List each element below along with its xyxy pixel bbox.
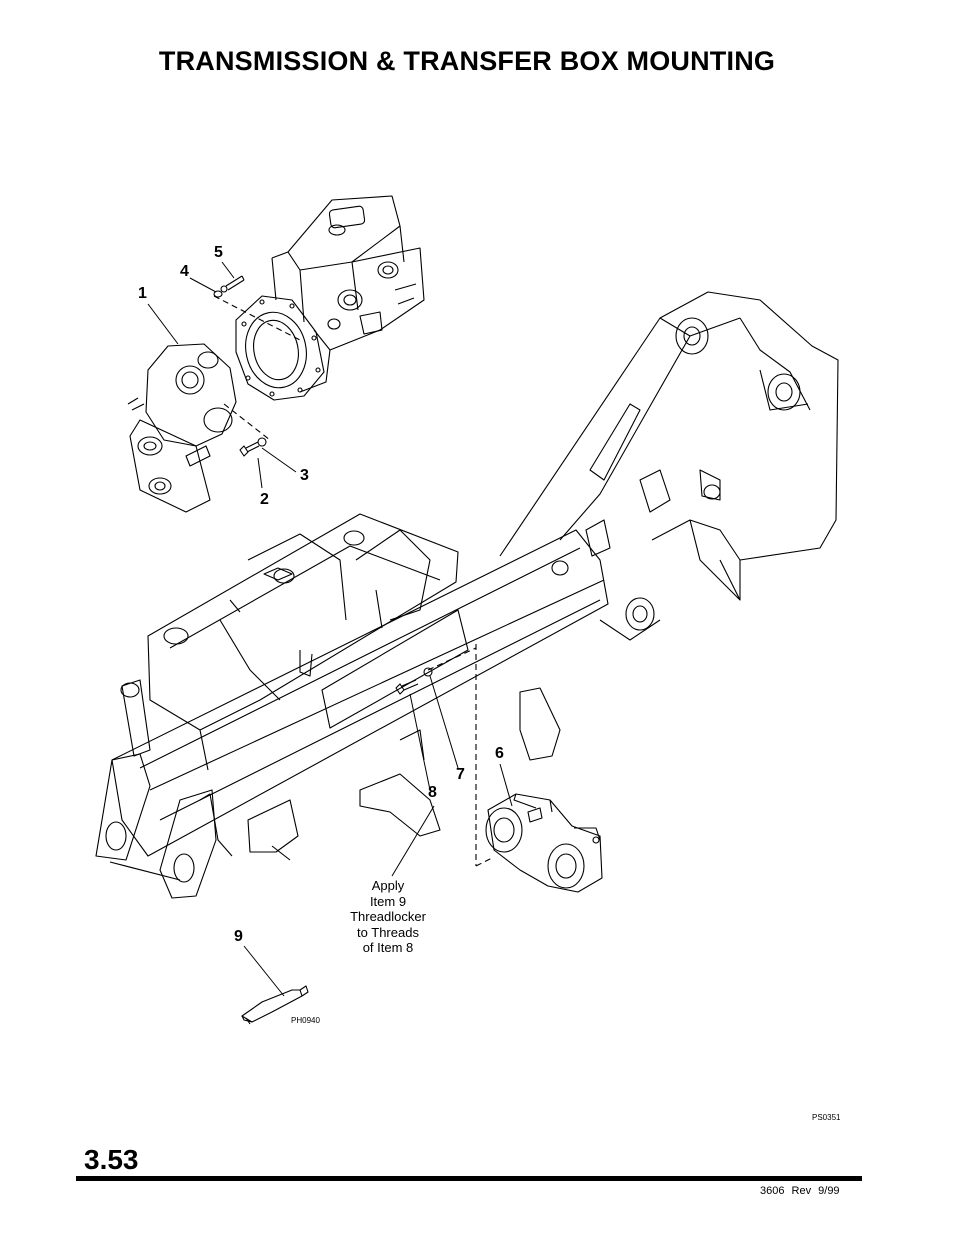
note-line: Threadlocker: [350, 909, 426, 924]
callout-8: 8: [428, 784, 437, 801]
page-title: TRANSMISSION & TRANSFER BOX MOUNTING: [158, 46, 776, 76]
threadlocker-tube: [241, 985, 309, 1025]
page-number: 3.53: [84, 1144, 139, 1175]
callout-9: 9: [234, 928, 243, 945]
note-line: Item 9: [369, 893, 407, 909]
engine: [271, 195, 425, 393]
callout-2: 2: [260, 491, 269, 508]
callout-7: 7: [456, 766, 465, 783]
callout-4: 4: [180, 263, 189, 280]
figure-code: PS0351: [812, 1113, 841, 1122]
transfer-box: [485, 793, 603, 893]
loader-frame: [95, 291, 839, 899]
bell-housing: [235, 295, 325, 401]
frame-hardware: [395, 667, 433, 695]
tube-code: PH0940: [291, 1016, 320, 1025]
note-line: to Threads: [357, 924, 419, 940]
note-line: Apply: [371, 878, 405, 893]
leader-lines: [147, 261, 513, 997]
callout-1: 1: [138, 285, 147, 302]
callout-6: 6: [495, 745, 504, 762]
transmission: [127, 343, 237, 513]
callout-3: 3: [300, 467, 309, 484]
footer-revision: 3606 Rev 9/99: [760, 1185, 840, 1197]
threadlocker-note: Apply Item 9 Threadlocker to Threads of …: [338, 878, 438, 956]
transmission-hardware: [213, 275, 267, 457]
footer-rule: [76, 1176, 862, 1181]
note-line: of Item 8: [362, 940, 414, 955]
alignment-lines: [213, 295, 493, 867]
callout-5: 5: [214, 244, 223, 261]
